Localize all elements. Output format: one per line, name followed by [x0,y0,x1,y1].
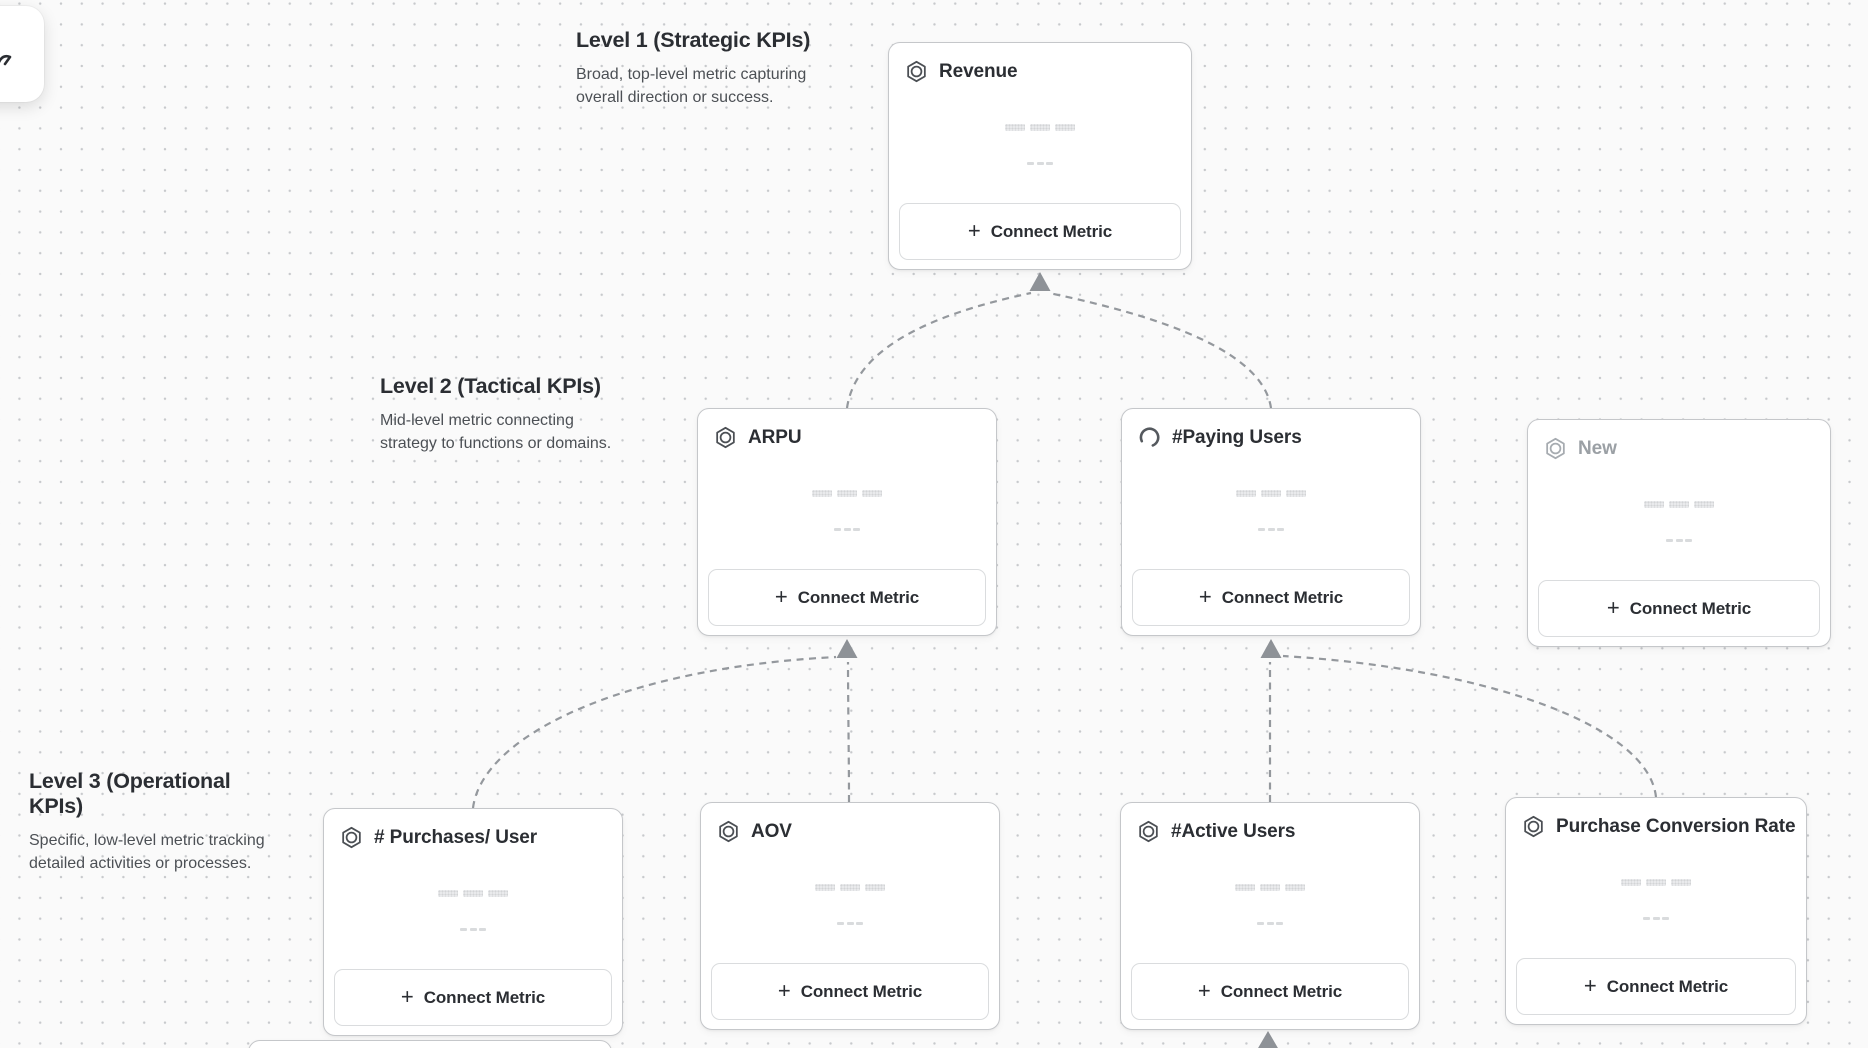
plus-icon: + [1606,594,1620,620]
skeleton-bars [1121,884,1419,891]
hexagon-metric-icon [716,426,735,449]
connector-arpu-to-revenue [845,291,1032,409]
level1-title: Level 1 (Strategic KPIs) [576,28,811,52]
skeleton-dashes [698,528,996,531]
skeleton-bars [701,884,999,891]
arrow-up-triangle-icon [1029,272,1051,291]
connect-metric-button[interactable]: + Connect Metric [708,569,986,626]
plus-icon: + [1197,977,1211,1003]
card-header: AOV [716,819,792,844]
connect-metric-label: Connect Metric [797,587,920,607]
metric-card-purchase-conversion-rate[interactable]: Purchase Conversion Rate + Connect Metri… [1505,797,1807,1025]
level2-title: Level 2 (Tactical KPIs) [380,374,601,398]
card-title: #Active Users [1171,820,1296,842]
plus-icon: + [1583,972,1597,998]
card-title: ARPU [748,426,802,448]
metric-card-paying-users[interactable]: #Paying Users + Connect Metric [1121,408,1421,636]
level2-description: Mid-level metric connecting strategy to … [380,412,612,452]
connect-metric-button[interactable]: + Connect Metric [1538,580,1820,637]
plus-icon: + [967,217,981,243]
metric-card-arpu[interactable]: ARPU + Connect Metric [697,408,997,636]
arrow-up-triangle-icon [836,639,858,658]
skeleton-dashes [1122,528,1420,531]
metric-card-purchases-per-user[interactable]: # Purchases/ User + Connect Metric [323,808,623,1036]
connect-metric-button[interactable]: + Connect Metric [899,203,1181,260]
skeleton-bars [698,490,996,497]
skeleton-dashes [1528,539,1830,542]
connect-metric-button[interactable]: + Connect Metric [1132,569,1410,626]
arrow-up-triangle-icon [1260,639,1282,658]
skeleton-bars [1122,490,1420,497]
connect-metric-label: Connect Metric [423,987,546,1007]
metric-card-partial-bottom[interactable] [248,1040,612,1048]
arrow-up-triangle-icon [1258,1031,1278,1048]
hexagon-metric-icon [1139,820,1158,843]
card-header: #Paying Users [1137,425,1302,450]
metric-card-aov[interactable]: AOV + Connect Metric [700,802,1000,1030]
hexagon-metric-icon [342,826,361,849]
connector-paying-users-to-revenue [1048,291,1273,409]
metric-card-new[interactable]: New + Connect Metric [1527,419,1831,647]
skeleton-dashes [324,928,622,931]
level3-heading-block: Level 3 (Operational KPIs) Specific, low… [29,769,281,875]
level3-description: Specific, low-level metric tracking deta… [29,832,265,872]
hexagon-metric-icon [719,820,738,843]
level1-heading-block: Level 1 (Strategic KPIs) Broad, top-leve… [576,28,826,109]
connect-metric-button[interactable]: + Connect Metric [1516,958,1796,1015]
card-title: # Purchases/ User [374,826,538,848]
connect-metric-label: Connect Metric [1220,981,1343,1001]
connect-metric-button[interactable]: + Connect Metric [711,963,989,1020]
connector-purchases-to-arpu [471,655,837,809]
skeleton-dashes [889,162,1191,165]
card-title: Revenue [939,60,1018,82]
plus-icon: + [400,983,414,1009]
skeleton-bars [1528,501,1830,508]
metric-card-active-users[interactable]: #Active Users + Connect Metric [1120,802,1420,1030]
connect-metric-label: Connect Metric [1606,976,1729,996]
connect-metric-label: Connect Metric [1221,587,1344,607]
plus-icon: + [774,583,788,609]
connector-pcr-to-paying-users [1282,654,1658,798]
spinner-icon [1139,427,1160,447]
plus-icon: + [1198,583,1212,609]
level3-title: Level 3 (Operational KPIs) [29,769,231,818]
hexagon-metric-icon [1546,437,1565,460]
skeleton-dashes [1121,922,1419,925]
connect-metric-button[interactable]: + Connect Metric [334,969,612,1026]
connect-metric-label: Connect Metric [990,221,1113,241]
level1-description: Broad, top-level metric capturing overal… [576,66,807,106]
card-title: Purchase Conversion Rate [1556,815,1796,837]
skeleton-dashes [701,922,999,925]
skeleton-bars [1506,879,1806,886]
card-title: AOV [751,820,792,842]
card-header: # Purchases/ User [339,825,537,850]
card-header: #Active Users [1136,819,1295,844]
card-header: Revenue [904,59,1018,84]
card-title: New [1578,437,1617,459]
hexagon-metric-icon [907,60,926,83]
card-header: New [1543,436,1617,461]
cursor-arrow-icon [0,54,12,66]
skeleton-bars [889,124,1191,131]
card-title: #Paying Users [1172,426,1302,448]
connect-metric-label: Connect Metric [800,981,923,1001]
level2-heading-block: Level 2 (Tactical KPIs) Mid-level metric… [380,374,620,455]
connect-metric-label: Connect Metric [1629,598,1752,618]
skeleton-bars [324,890,622,897]
plus-icon: + [777,977,791,1003]
metric-card-revenue[interactable]: Revenue + Connect Metric [888,42,1192,270]
card-header: ARPU [713,425,802,450]
hexagon-metric-icon [1524,815,1543,838]
card-header: Purchase Conversion Rate [1521,814,1796,839]
skeleton-dashes [1506,917,1806,920]
connector-aov-to-arpu [846,661,851,803]
connect-metric-button[interactable]: + Connect Metric [1131,963,1409,1020]
floating-toolbar-panel[interactable] [0,6,44,102]
